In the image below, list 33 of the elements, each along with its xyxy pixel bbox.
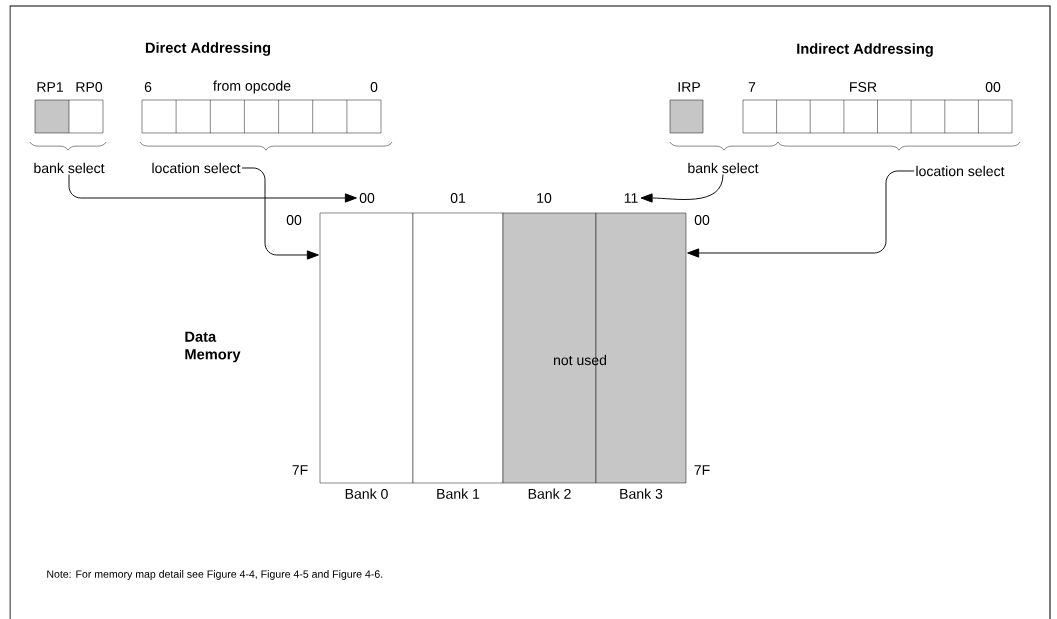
- arrow: [640, 174, 724, 203]
- bit-label: RP1: [37, 82, 63, 92]
- bit-label: 0: [370, 82, 378, 92]
- field-label: bank select: [34, 162, 105, 174]
- bank-code: 11: [624, 193, 638, 203]
- node-label: Bank 2: [528, 488, 571, 499]
- node-label: Bank 3: [620, 488, 663, 499]
- arrow: [68, 174, 357, 203]
- bank-code: 10: [537, 193, 552, 203]
- memory-bank: Bank 1: [412, 212, 504, 499]
- heading: Indirect Addressing: [797, 43, 933, 57]
- memory-bank: Bank 0: [319, 212, 414, 499]
- field-label: location select: [916, 165, 1005, 177]
- arrow: [687, 170, 915, 258]
- bank-code: 01: [450, 193, 466, 203]
- heading: Data Memory: [185, 331, 241, 363]
- field-label: bank select: [688, 162, 759, 174]
- node-label: Bank 1: [437, 488, 480, 499]
- arrow: [241, 167, 319, 260]
- bit-label: from opcode: [213, 80, 291, 94]
- node-label: Bank 0: [345, 488, 388, 499]
- field-label: location select: [152, 162, 241, 174]
- bit-label: RP0: [76, 82, 103, 92]
- region-label: not used: [553, 354, 607, 366]
- note-text: Note: For memory map detail see Figure 4-4, Figure 4-5 and Figure 4-6.: [47, 570, 383, 580]
- bit-label: 7: [748, 82, 756, 92]
- heading: Direct Addressing: [145, 42, 271, 56]
- bit-label: IRP: [678, 82, 700, 92]
- bit-label: 6: [144, 82, 152, 92]
- bit-label: FSR: [850, 82, 877, 92]
- address-label: 00: [286, 215, 302, 225]
- bit-label: 00: [985, 82, 1001, 92]
- bank-code: 00: [359, 193, 375, 203]
